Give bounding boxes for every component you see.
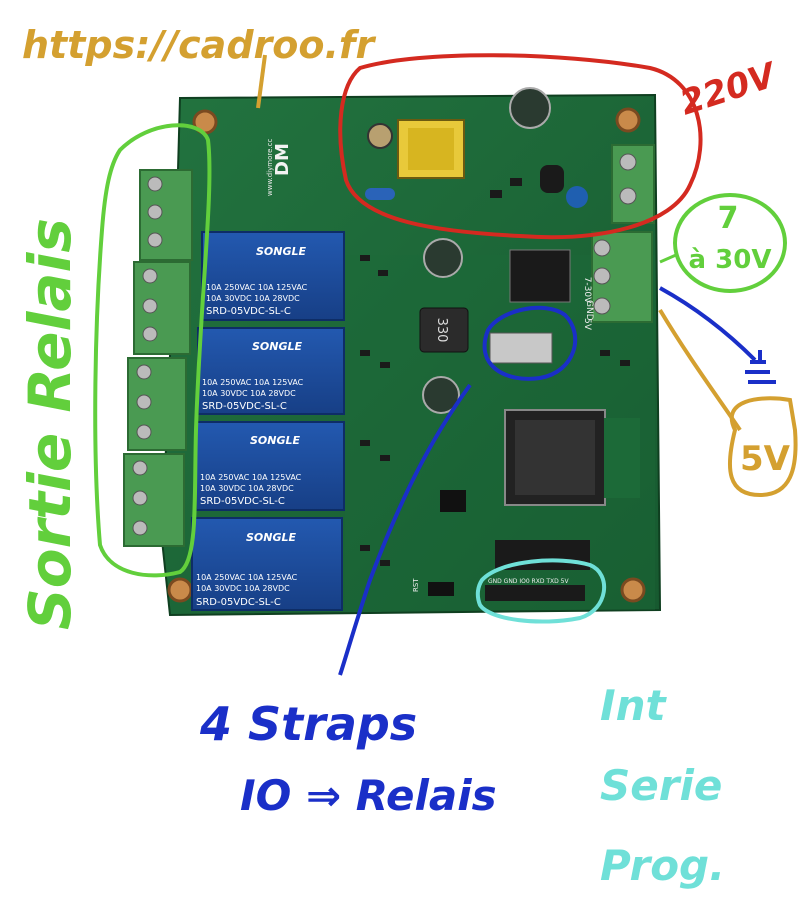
relay-rating-ac: 10A 250VAC 10A 125VAC <box>200 473 302 482</box>
dc-dc-section: 330 <box>419 238 571 512</box>
relay-rating-dc: 10A 30VDC 10A 28VDC <box>196 584 290 593</box>
relay-brand: SONGLE <box>256 245 307 258</box>
board-brand: DM <box>272 143 293 176</box>
relay-model: SRD-05VDC-SL-C <box>206 306 291 317</box>
straps-circle <box>338 305 578 676</box>
relay-model: SRD-05VDC-SL-C <box>200 496 285 507</box>
pin-headers: GND GND IO0 RXD TXD 5V RST <box>412 540 590 601</box>
mains-section-circle <box>338 53 703 240</box>
relay-2: SONGLE 10A 250VAC 10A 125VAC 10A 30VDC 1… <box>197 327 345 415</box>
dc-terminal-block: 7-30V GND 5V <box>582 231 653 331</box>
relay-outputs-label: Sortie Relais <box>16 218 84 630</box>
relay-brand: SONGLE <box>246 531 297 544</box>
relay-rating-ac: 10A 250VAC 10A 125VAC <box>196 573 298 582</box>
ground-symbol <box>659 286 776 384</box>
serial-header-circle <box>475 558 607 624</box>
supply-range-line1: 7 <box>718 201 739 236</box>
straps-label-line1: 4 Straps <box>199 697 417 751</box>
serial-label-line3: Prog. <box>600 841 725 890</box>
relay-brand: SONGLE <box>252 340 303 353</box>
terminal-label-7-30v: 7-30V <box>582 277 592 304</box>
smd-components <box>360 178 630 566</box>
inductor-marking: 330 <box>434 318 449 343</box>
relay-outputs-circle <box>93 123 212 578</box>
ac-power-section <box>365 87 655 224</box>
five-volt-label: 5V <box>740 439 791 479</box>
straps-label-line2: IO ⇒ Relais <box>240 771 497 820</box>
relay-rating-dc: 10A 30VDC 10A 28VDC <box>202 389 296 398</box>
reset-label: RST <box>412 578 420 592</box>
mains-voltage-label: 220V <box>675 55 782 124</box>
relay-3: SONGLE 10A 250VAC 10A 125VAC 10A 30VDC 1… <box>195 421 345 511</box>
relay-model: SRD-05VDC-SL-C <box>202 401 287 412</box>
serial-label-line2: Serie <box>600 761 722 810</box>
relays: SONGLE 10A 250VAC 10A 125VAC 10A 30VDC 1… <box>191 231 345 611</box>
supply-range-circle <box>659 193 787 293</box>
url-underline-stroke <box>256 54 267 109</box>
relay-terminal-blocks <box>123 169 193 547</box>
five-volt-circle <box>658 308 798 498</box>
relay-rating-dc: 10A 30VDC 10A 28VDC <box>206 294 300 303</box>
terminal-label-gnd: GND <box>584 300 594 321</box>
relay-rating-ac: 10A 250VAC 10A 125VAC <box>202 378 304 387</box>
url-annotation: https://cadroo.fr <box>22 23 376 67</box>
relay-1: SONGLE 10A 250VAC 10A 125VAC 10A 30VDC 1… <box>201 231 345 321</box>
supply-range-line2: à 30V <box>689 245 772 275</box>
serial-label-line1: Int <box>600 681 668 730</box>
relay-brand: SONGLE <box>250 434 301 447</box>
relay-model: SRD-05VDC-SL-C <box>196 597 281 608</box>
relay-rating-ac: 10A 250VAC 10A 125VAC <box>206 283 308 292</box>
board-website: www.diymore.cc <box>266 139 274 196</box>
serial-header-labels: GND GND IO0 RXD TXD 5V <box>488 578 569 585</box>
relay-4: SONGLE 10A 250VAC 10A 125VAC 10A 30VDC 1… <box>191 517 343 611</box>
relay-rating-dc: 10A 30VDC 10A 28VDC <box>200 484 294 493</box>
esp-module <box>504 409 640 506</box>
terminal-label-5v: 5V <box>582 318 592 331</box>
